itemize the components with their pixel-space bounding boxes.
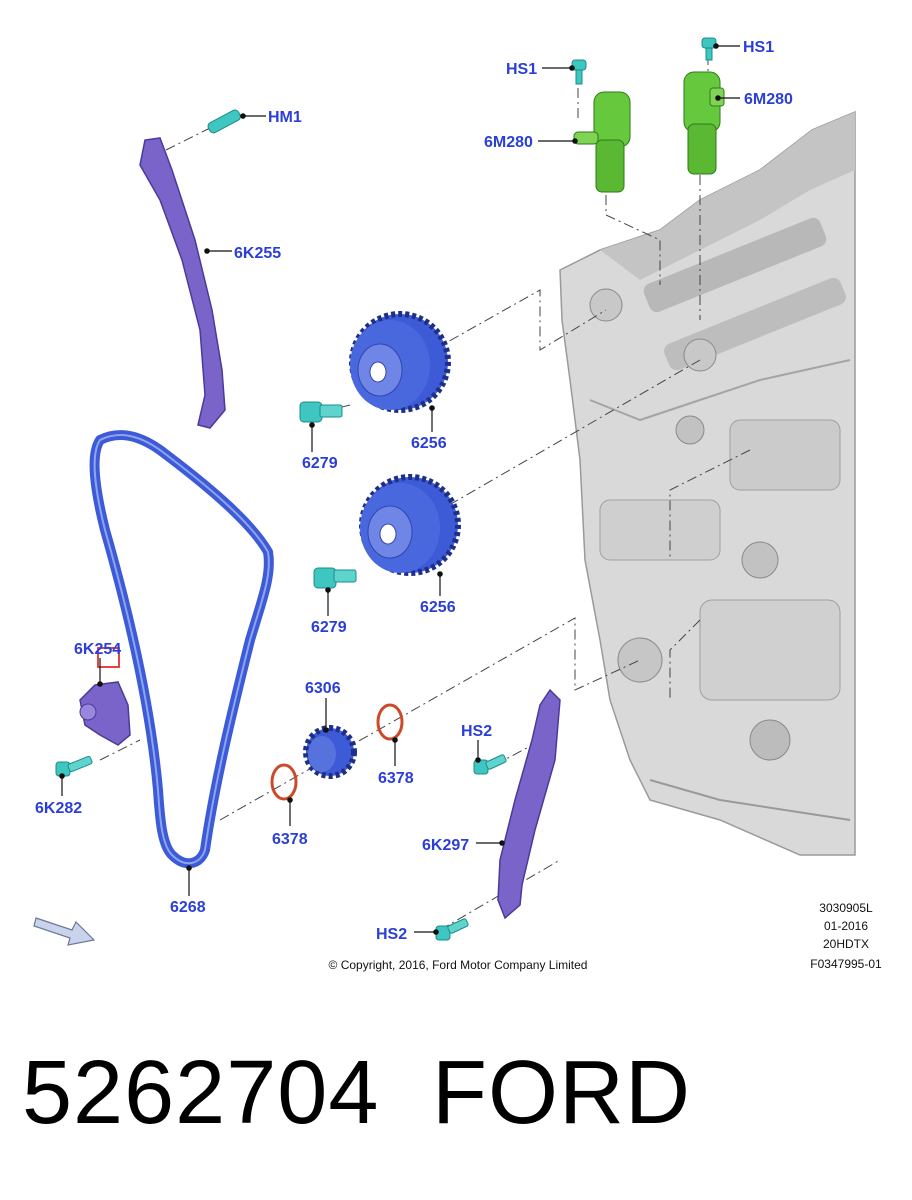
leader-lines bbox=[59, 43, 740, 935]
bolt-hs2-top bbox=[473, 754, 507, 775]
callout-6256-bottom: 6256 bbox=[420, 599, 456, 616]
bolt-hs2-bottom bbox=[435, 918, 469, 941]
engine-block bbox=[559, 110, 856, 856]
pin-hm1 bbox=[207, 109, 241, 134]
callout-hs2-bottom: HS2 bbox=[376, 926, 407, 943]
seal-6378-right bbox=[376, 703, 404, 741]
callout-hs1-right: HS1 bbox=[743, 39, 774, 56]
bolt-6279-top bbox=[299, 401, 343, 423]
callout-6279-bottom: 6279 bbox=[311, 619, 347, 636]
callout-6279-top: 6279 bbox=[302, 455, 338, 472]
brand-name: FORD bbox=[432, 1043, 691, 1143]
sprocket-6256-top bbox=[349, 311, 451, 413]
bolt-6k282 bbox=[55, 755, 93, 777]
part-number: 5262704 bbox=[22, 1043, 380, 1143]
highlight-box bbox=[97, 647, 120, 668]
seal-6378-left bbox=[270, 763, 298, 801]
meta-date: 01-2016 bbox=[824, 919, 868, 933]
solenoid-6m280-right bbox=[683, 71, 725, 175]
callout-hs1-left: HS1 bbox=[506, 61, 537, 78]
crank-sprocket-6306 bbox=[303, 725, 357, 779]
tensioner-arm-6k255 bbox=[139, 137, 226, 429]
bolt-6279-bottom bbox=[313, 567, 357, 589]
meta-figure: F0347995-01 bbox=[810, 957, 882, 971]
solenoid-6m280-left bbox=[573, 91, 631, 193]
view-direction-arrow-icon bbox=[33, 917, 96, 946]
callout-6m280-left: 6M280 bbox=[484, 134, 533, 151]
bolt-hs1-right bbox=[701, 37, 717, 61]
callout-6378-left: 6378 bbox=[272, 831, 308, 848]
tensioner-6k254 bbox=[79, 647, 131, 746]
copyright-notice: © Copyright, 2016, Ford Motor Company Li… bbox=[329, 958, 588, 972]
callout-6378-right: 6378 bbox=[378, 770, 414, 787]
callout-6306: 6306 bbox=[305, 680, 341, 697]
callout-6m280-right: 6M280 bbox=[744, 91, 793, 108]
callout-6k254: 6K254 bbox=[74, 641, 121, 658]
meta-engine: 20HDTX bbox=[823, 937, 869, 951]
callout-6k282: 6K282 bbox=[35, 800, 82, 817]
callout-6k297: 6K297 bbox=[422, 837, 469, 854]
callout-hm1: HM1 bbox=[268, 109, 302, 126]
sprocket-6256-bottom bbox=[359, 474, 461, 576]
callout-6268: 6268 bbox=[170, 899, 206, 916]
callout-hs2-top: HS2 bbox=[461, 723, 492, 740]
callout-6256-top: 6256 bbox=[411, 435, 447, 452]
meta-code: 3030905L bbox=[819, 901, 873, 915]
guide-6k297 bbox=[497, 688, 561, 920]
callout-labels: HM1 6K255 HS1 HS1 6M280 6M280 6256 6279 … bbox=[35, 39, 793, 943]
callout-6k255: 6K255 bbox=[234, 245, 281, 262]
bolt-hs1-left bbox=[571, 59, 587, 85]
